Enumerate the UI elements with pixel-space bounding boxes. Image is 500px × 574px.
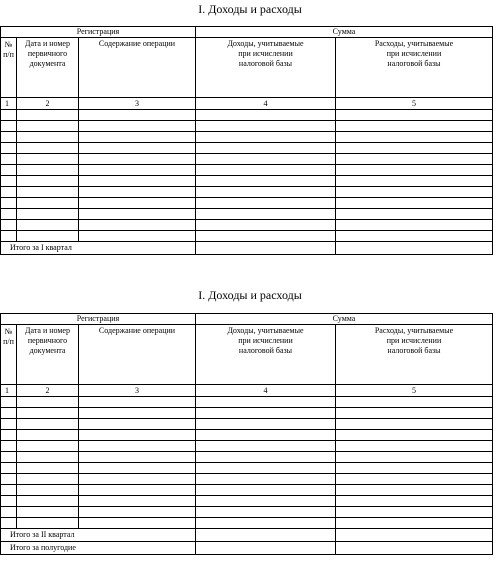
blank-row	[0, 429, 493, 441]
blank-row	[0, 451, 493, 463]
blank-row	[0, 142, 493, 154]
blank-row	[0, 506, 493, 518]
col-date-header: Дата и номер первичного документа	[16, 37, 79, 98]
group-sum: Сумма	[195, 26, 493, 38]
blank-row	[0, 175, 493, 187]
blank-row	[0, 109, 493, 121]
total-expense-half-year[interactable]	[335, 541, 493, 555]
blank-row	[0, 462, 493, 474]
blank-row	[0, 197, 493, 209]
total-expense-q1[interactable]	[335, 241, 493, 255]
group-registration: Регистрация	[0, 26, 196, 38]
col-index-4: 4	[195, 384, 336, 397]
col-index-3: 3	[78, 97, 196, 110]
col-expense-header: Расходы, учитываемые при исчислении нало…	[335, 324, 493, 385]
col-content-header: Содержание операции	[78, 324, 196, 385]
col-content-header: Содержание операции	[78, 37, 196, 98]
col-date-header: Дата и номер первичного документа	[16, 324, 79, 385]
total-row-half-year: Итого за полугодие	[0, 541, 493, 555]
col-index-4: 4	[195, 97, 336, 110]
col-expense-header: Расходы, учитываемые при исчислении нало…	[335, 37, 493, 98]
blank-row	[0, 120, 493, 132]
blank-row	[0, 418, 493, 430]
col-index-5: 5	[335, 97, 493, 110]
blank-row	[0, 164, 493, 176]
section-title-1: I. Доходы и расходы	[198, 2, 302, 16]
ledger-table-1: Регистрация Сумма № п/п Дата и номер пер…	[0, 26, 493, 255]
group-header-row: Регистрация Сумма	[0, 26, 493, 38]
blank-row	[0, 230, 493, 242]
section-title-2: I. Доходы и расходы	[198, 288, 302, 302]
col-index-2: 2	[16, 97, 79, 110]
total-row-q1: Итого за I квартал	[0, 241, 493, 255]
blank-row	[0, 208, 493, 220]
column-index-row: 1 2 3 4 5	[0, 384, 493, 397]
col-no-header: № п/п	[0, 37, 17, 98]
col-income-header: Доходы, учитываемые при исчислении налог…	[195, 37, 336, 98]
total-expense-q2[interactable]	[335, 528, 493, 542]
blank-row	[0, 153, 493, 165]
blank-row	[0, 131, 493, 143]
col-index-2: 2	[16, 384, 79, 397]
total-income-q1[interactable]	[195, 241, 336, 255]
blank-row	[0, 517, 493, 529]
col-index-5: 5	[335, 384, 493, 397]
col-index-3: 3	[78, 384, 196, 397]
blank-row	[0, 186, 493, 198]
blank-row	[0, 473, 493, 485]
col-index-1: 1	[0, 97, 17, 110]
total-income-q2[interactable]	[195, 528, 336, 542]
blank-row	[0, 407, 493, 419]
group-header-row: Регистрация Сумма	[0, 313, 493, 325]
blank-row	[0, 495, 493, 507]
blank-row	[0, 484, 493, 496]
col-income-header: Доходы, учитываемые при исчислении налог…	[195, 324, 336, 385]
col-no-header: № п/п	[0, 324, 17, 385]
ledger-table-2: Регистрация Сумма № п/п Дата и номер пер…	[0, 313, 493, 555]
blank-row	[0, 440, 493, 452]
column-index-row: 1 2 3 4 5	[0, 97, 493, 110]
column-header-row: № п/п Дата и номер первичного документа …	[0, 37, 493, 98]
blank-row	[0, 219, 493, 231]
total-row-q2: Итого за II квартал	[0, 528, 493, 542]
blank-row	[0, 396, 493, 408]
total-label-half-year: Итого за полугодие	[0, 541, 196, 555]
column-header-row: № п/п Дата и номер первичного документа …	[0, 324, 493, 385]
total-label-q2: Итого за II квартал	[0, 528, 196, 542]
total-income-half-year[interactable]	[195, 541, 336, 555]
group-sum: Сумма	[195, 313, 493, 325]
group-registration: Регистрация	[0, 313, 196, 325]
col-index-1: 1	[0, 384, 17, 397]
total-label-q1: Итого за I квартал	[0, 241, 196, 255]
